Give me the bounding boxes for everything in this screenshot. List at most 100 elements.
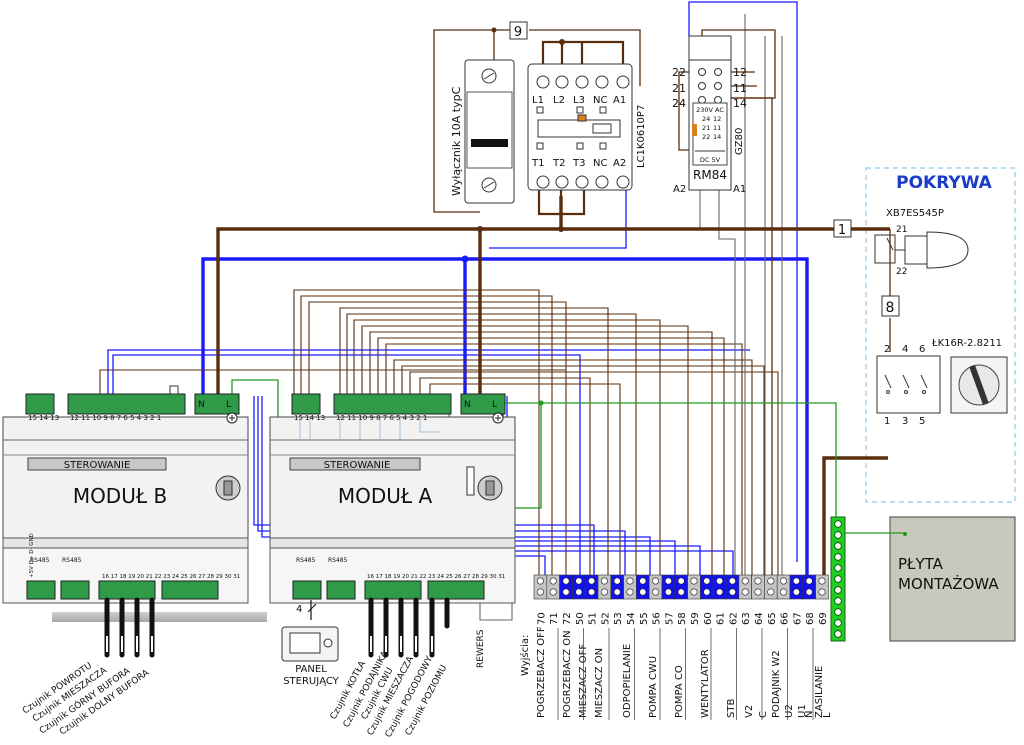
- neutral-bus: [201, 257, 809, 577]
- output-number-58: 58: [677, 612, 688, 625]
- contactor-term-l1: L1: [532, 95, 544, 106]
- contactor-term-l3: L3: [573, 95, 585, 106]
- module-b-rs485-1: RS485: [30, 557, 50, 564]
- terminal-screw: [536, 577, 544, 585]
- terminal-screw: [780, 588, 788, 596]
- relay-pin-22: 22: [672, 66, 686, 79]
- control-wires: [433, 29, 891, 577]
- button-model: XB7ES545P: [886, 208, 944, 219]
- terminal-screw: [690, 588, 698, 596]
- relay-pin-11: 11: [733, 82, 747, 95]
- mounting-plate: [889, 516, 1016, 642]
- output-number-67: 67: [792, 612, 803, 625]
- terminal-screw: [805, 577, 813, 585]
- sensor-probes-b: [104, 597, 155, 658]
- panel-label-2: STERUJĄCY: [283, 676, 339, 687]
- module-a-internal-links: [299, 418, 440, 440]
- output-number-71: 71: [549, 612, 560, 625]
- neutral-junction: [461, 255, 469, 263]
- plate-label-1: PŁYTA: [898, 555, 944, 573]
- terminal-screw: [716, 577, 724, 585]
- output-number-53: 53: [613, 612, 624, 625]
- button-contact-22: 22: [896, 267, 907, 277]
- terminal-screw: [754, 577, 762, 585]
- relay-a1: A1: [733, 184, 746, 195]
- terminal-screw: [805, 588, 813, 596]
- terminal-screw: [613, 588, 621, 596]
- output-number-65: 65: [767, 612, 778, 625]
- relay-mini-12: 12: [713, 115, 721, 123]
- relay-dc: DC 5V: [700, 156, 721, 164]
- output-label: N: [804, 711, 815, 718]
- relay-mini-22: 22: [702, 133, 710, 141]
- output-number-55: 55: [639, 612, 650, 625]
- output-label: PODAJNIK W2: [771, 650, 782, 718]
- cover-boundary: [865, 167, 1016, 503]
- relay-pin-14: 14: [733, 97, 747, 110]
- ground-terminal: [834, 608, 842, 616]
- output-number-66: 66: [780, 612, 791, 625]
- output-number-56: 56: [652, 612, 663, 625]
- terminal-screw: [767, 577, 775, 585]
- terminal-screw: [588, 577, 596, 585]
- terminal-screw: [549, 577, 557, 585]
- contactor-term-t3: T3: [572, 158, 585, 169]
- relay-mini-21: 21: [702, 124, 710, 132]
- terminal-screw: [613, 577, 621, 585]
- output-number-51: 51: [588, 612, 599, 625]
- terminal-screw: [639, 588, 647, 596]
- terminal-screw: [562, 577, 570, 585]
- module-a-panel-label: STEROWANIE: [324, 460, 391, 471]
- terminal-screw: [703, 588, 711, 596]
- terminal-screw: [690, 577, 698, 585]
- terminal-screw: [792, 588, 800, 596]
- terminal-screw: [677, 577, 685, 585]
- output-number-63: 63: [741, 612, 752, 625]
- module-a-terminals-left: 15 14 13: [294, 414, 325, 422]
- ground-terminal: [834, 520, 842, 528]
- contactor-term-a1: A1: [613, 95, 626, 106]
- panel-label-1: PANEL: [295, 664, 327, 675]
- wire-number-1-box: [833, 219, 852, 238]
- wire-number-1: 1: [838, 223, 846, 238]
- wire-number-8-box: [881, 295, 900, 317]
- ground-terminal: [834, 575, 842, 583]
- terminal-screw: [754, 588, 762, 596]
- output-label: ZASILANIE: [814, 666, 825, 718]
- terminal-screw: [626, 577, 634, 585]
- switch-pin-2: 2: [884, 344, 890, 355]
- control-panel-icon: [281, 626, 339, 662]
- contactor-term-t2: T2: [552, 158, 565, 169]
- output-label: C: [758, 711, 769, 718]
- terminal-screw: [600, 577, 608, 585]
- output-number-54: 54: [626, 612, 637, 625]
- circuit-breaker: [464, 59, 515, 204]
- contactor-term-t1: T1: [531, 158, 544, 169]
- ground-terminal: [834, 586, 842, 594]
- terminal-screw: [575, 577, 583, 585]
- outputs-header: Wyjścia:: [519, 635, 531, 676]
- terminal-screw: [626, 588, 634, 596]
- switch-pin-1: 1: [884, 416, 890, 427]
- terminal-screw: [767, 588, 775, 596]
- terminal-screw: [639, 577, 647, 585]
- plate-label-2: MONTAŻOWA: [898, 574, 999, 593]
- module-a-bottom-terms: 16 17 18 19 20 21 22 23 24 25 26 27 28 2…: [367, 574, 505, 580]
- ground-terminal: [834, 619, 842, 627]
- relay-socket-model: GZ80: [734, 128, 745, 155]
- module-a-name: MODUŁ A: [338, 484, 433, 508]
- module-b-terminals-main: 12 11 10 9 8 7 6 5 4 3 2 1: [70, 414, 161, 422]
- output-number-57: 57: [664, 612, 675, 625]
- contactor-term-l2: L2: [553, 95, 565, 106]
- ground-screw-icons: [226, 412, 504, 424]
- cover-title: POKRYWA: [896, 173, 993, 193]
- relay-mini-11: 11: [713, 124, 721, 132]
- ground-junction: [538, 400, 544, 406]
- terminal-screw: [562, 588, 570, 596]
- relay-mini-14: 14: [713, 133, 721, 141]
- output-label: STB: [726, 699, 737, 718]
- switch-contacts: [884, 374, 928, 394]
- terminal-screw: [588, 588, 596, 596]
- module-b-panel-label: STEROWANIE: [64, 460, 131, 471]
